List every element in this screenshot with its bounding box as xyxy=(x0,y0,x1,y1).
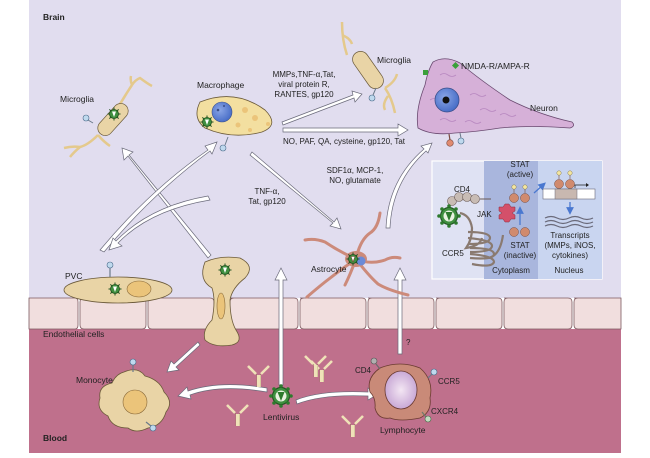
microglia-left-label: Microglia xyxy=(60,94,94,104)
lymphocyte-cd4-label: CD4 xyxy=(355,366,372,375)
macrophage xyxy=(196,96,273,152)
transcripts-label: Transcripts xyxy=(550,231,589,240)
arrow-macrophage-to-neuron xyxy=(282,123,409,137)
arrow-astrocyte-to-neuron xyxy=(385,142,433,229)
arrow-macrophage-to-astrocyte xyxy=(249,151,342,230)
virus-icon xyxy=(346,252,360,266)
cytoplasm-label: Cytoplasm xyxy=(492,266,530,275)
signaling-inset: CD4 CCR5 JAK STAT (active) STAT (inactiv… xyxy=(431,160,603,280)
arrow-to-pvc xyxy=(108,195,211,251)
microglia-top xyxy=(340,21,399,114)
lymphocyte-cxcr4-label: CXCR4 xyxy=(431,407,459,416)
arrow-lymphocyte-to-astrocyte xyxy=(393,267,407,355)
lymphocyte-ccr5-label: CCR5 xyxy=(438,377,460,386)
neuron xyxy=(416,58,574,147)
microglia-top-label: Microglia xyxy=(377,55,411,65)
mediators-macrophage-to-neuron: NO, PAF, QA, cysteine, gp120, Tat xyxy=(283,137,406,146)
endothelial-layer xyxy=(28,297,622,330)
transcripts-icon xyxy=(544,215,594,229)
astrocyte-label: Astrocyte xyxy=(311,264,347,274)
translocation-arrow xyxy=(533,182,546,194)
astrocyte xyxy=(303,211,410,299)
ccr5-coil xyxy=(459,211,505,267)
brain-label: Brain xyxy=(43,12,65,22)
svg-text:(inactive): (inactive) xyxy=(504,251,537,260)
endothelial-label: Endothelial cells xyxy=(43,329,104,339)
lymphocyte xyxy=(368,357,438,423)
receptor-icon xyxy=(423,70,428,75)
lymphocyte-label: Lymphocyte xyxy=(380,425,426,435)
pvc-label: PVC xyxy=(65,271,82,281)
macrophage-label: Macrophage xyxy=(197,80,245,90)
arrow-to-microglia xyxy=(121,147,212,259)
blood-label: Blood xyxy=(43,433,67,443)
nmda-ampa-receptor-icon xyxy=(451,61,460,70)
inset-cd4-label: CD4 xyxy=(454,185,471,194)
virus-icon xyxy=(108,282,122,296)
stat-active-label: STAT xyxy=(510,160,529,169)
svg-text:viral protein R,: viral protein R, xyxy=(278,80,330,89)
jak-icon xyxy=(498,203,516,223)
virus-icon xyxy=(436,203,462,229)
lentivirus-label: Lentivirus xyxy=(263,412,299,422)
monocyte xyxy=(98,358,170,432)
virus-icon xyxy=(107,107,121,121)
inset-jak-label: JAK xyxy=(477,210,492,219)
unknown-pathway-label: ? xyxy=(406,338,411,347)
microglia-left xyxy=(63,75,153,158)
arrows xyxy=(99,90,433,405)
lentivirus-icon xyxy=(268,383,294,409)
monocyte-label: Monocyte xyxy=(76,375,113,385)
svg-text:NO, glutamate: NO, glutamate xyxy=(329,176,381,185)
mediators-macrophage-to-astrocyte: TNF-α, Tat, gp120 xyxy=(248,187,286,206)
svg-text:MMPs,TNF-α,Tat,: MMPs,TNF-α,Tat, xyxy=(273,70,336,79)
svg-text:(MMPs, iNOS,: (MMPs, iNOS, xyxy=(544,241,595,250)
arrow-lentivirus-to-brain xyxy=(274,267,288,386)
nucleus-label: Nucleus xyxy=(555,266,584,275)
virus-icon xyxy=(218,263,232,277)
svg-text:TNF-α,: TNF-α, xyxy=(254,187,279,196)
stat-inactive-dimer xyxy=(509,227,530,237)
svg-text:cytokines): cytokines) xyxy=(552,251,588,260)
cd4-receptor xyxy=(447,192,491,206)
stat-inactive-label: STAT xyxy=(510,241,529,250)
svg-text:RANTES, gp120: RANTES, gp120 xyxy=(274,90,334,99)
svg-text:(active): (active) xyxy=(507,170,534,179)
inset-ccr5-label: CCR5 xyxy=(442,249,464,258)
arrow-macrophage-to-microglia xyxy=(281,90,363,126)
gene-promoter xyxy=(542,170,596,200)
svg-text:Tat, gp120: Tat, gp120 xyxy=(248,197,286,206)
arrow-lentivirus-to-lymphocyte xyxy=(295,387,379,405)
neuron-label: Neuron xyxy=(530,103,558,113)
stat-active-dimer xyxy=(509,184,530,203)
virus-icon xyxy=(200,115,214,129)
pvc xyxy=(63,261,173,304)
arrow-to-monocyte xyxy=(166,341,201,373)
mediators-macrophage-to-microglia: MMPs,TNF-α,Tat, viral protein R, RANTES,… xyxy=(273,70,336,99)
transmigrating-monocyte xyxy=(202,256,250,347)
arrow-lentivirus-to-monocyte xyxy=(177,384,268,400)
svg-text:SDF1α, MCP-1,: SDF1α, MCP-1, xyxy=(327,166,384,175)
mediators-astrocyte-to-neuron: SDF1α, MCP-1, NO, glutamate xyxy=(327,166,384,185)
nmda-ampa-label: NMDA-R/AMPA-R xyxy=(461,61,530,71)
